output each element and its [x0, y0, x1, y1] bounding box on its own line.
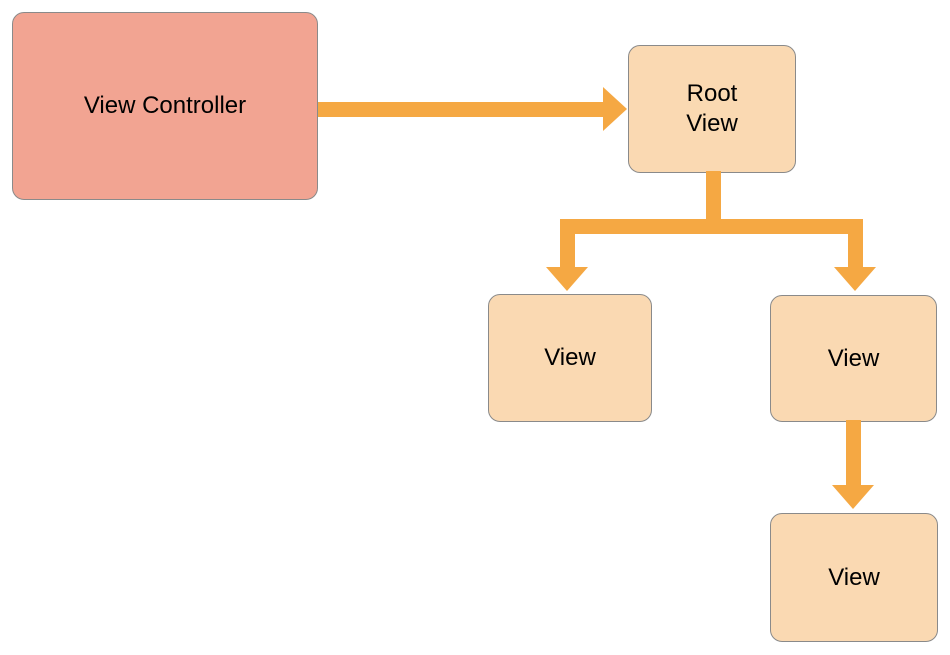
- left-view-node: View: [488, 294, 652, 422]
- arrow-rightview-to-bottomview-shaft: [846, 420, 861, 485]
- arrow-right-icon: [603, 87, 627, 131]
- root-view-label: Root View: [686, 79, 738, 139]
- root-view-node: Root View: [628, 45, 796, 173]
- right-view-node: View: [770, 295, 937, 422]
- arrow-rootview-branch-stub: [706, 171, 721, 219]
- arrow-rootview-branch-bar: [560, 219, 863, 234]
- bottom-view-label: View: [828, 563, 880, 591]
- arrow-rootview-to-leftview-drop: [560, 219, 575, 267]
- right-view-label: View: [827, 344, 880, 372]
- arrow-down-icon: [546, 267, 588, 291]
- bottom-view-node: View: [770, 513, 938, 642]
- view-controller-node: View Controller: [12, 12, 318, 200]
- arrow-down-icon: [832, 485, 874, 509]
- arrow-rootview-to-rightview-drop: [848, 219, 863, 267]
- left-view-label: View: [544, 344, 596, 371]
- root-view-label-line1: Root: [686, 80, 738, 107]
- view-controller-label: View Controller: [83, 92, 247, 119]
- root-view-label-line2: View: [686, 110, 738, 137]
- arrow-down-icon: [834, 267, 876, 291]
- arrow-controller-to-rootview-shaft: [318, 102, 604, 117]
